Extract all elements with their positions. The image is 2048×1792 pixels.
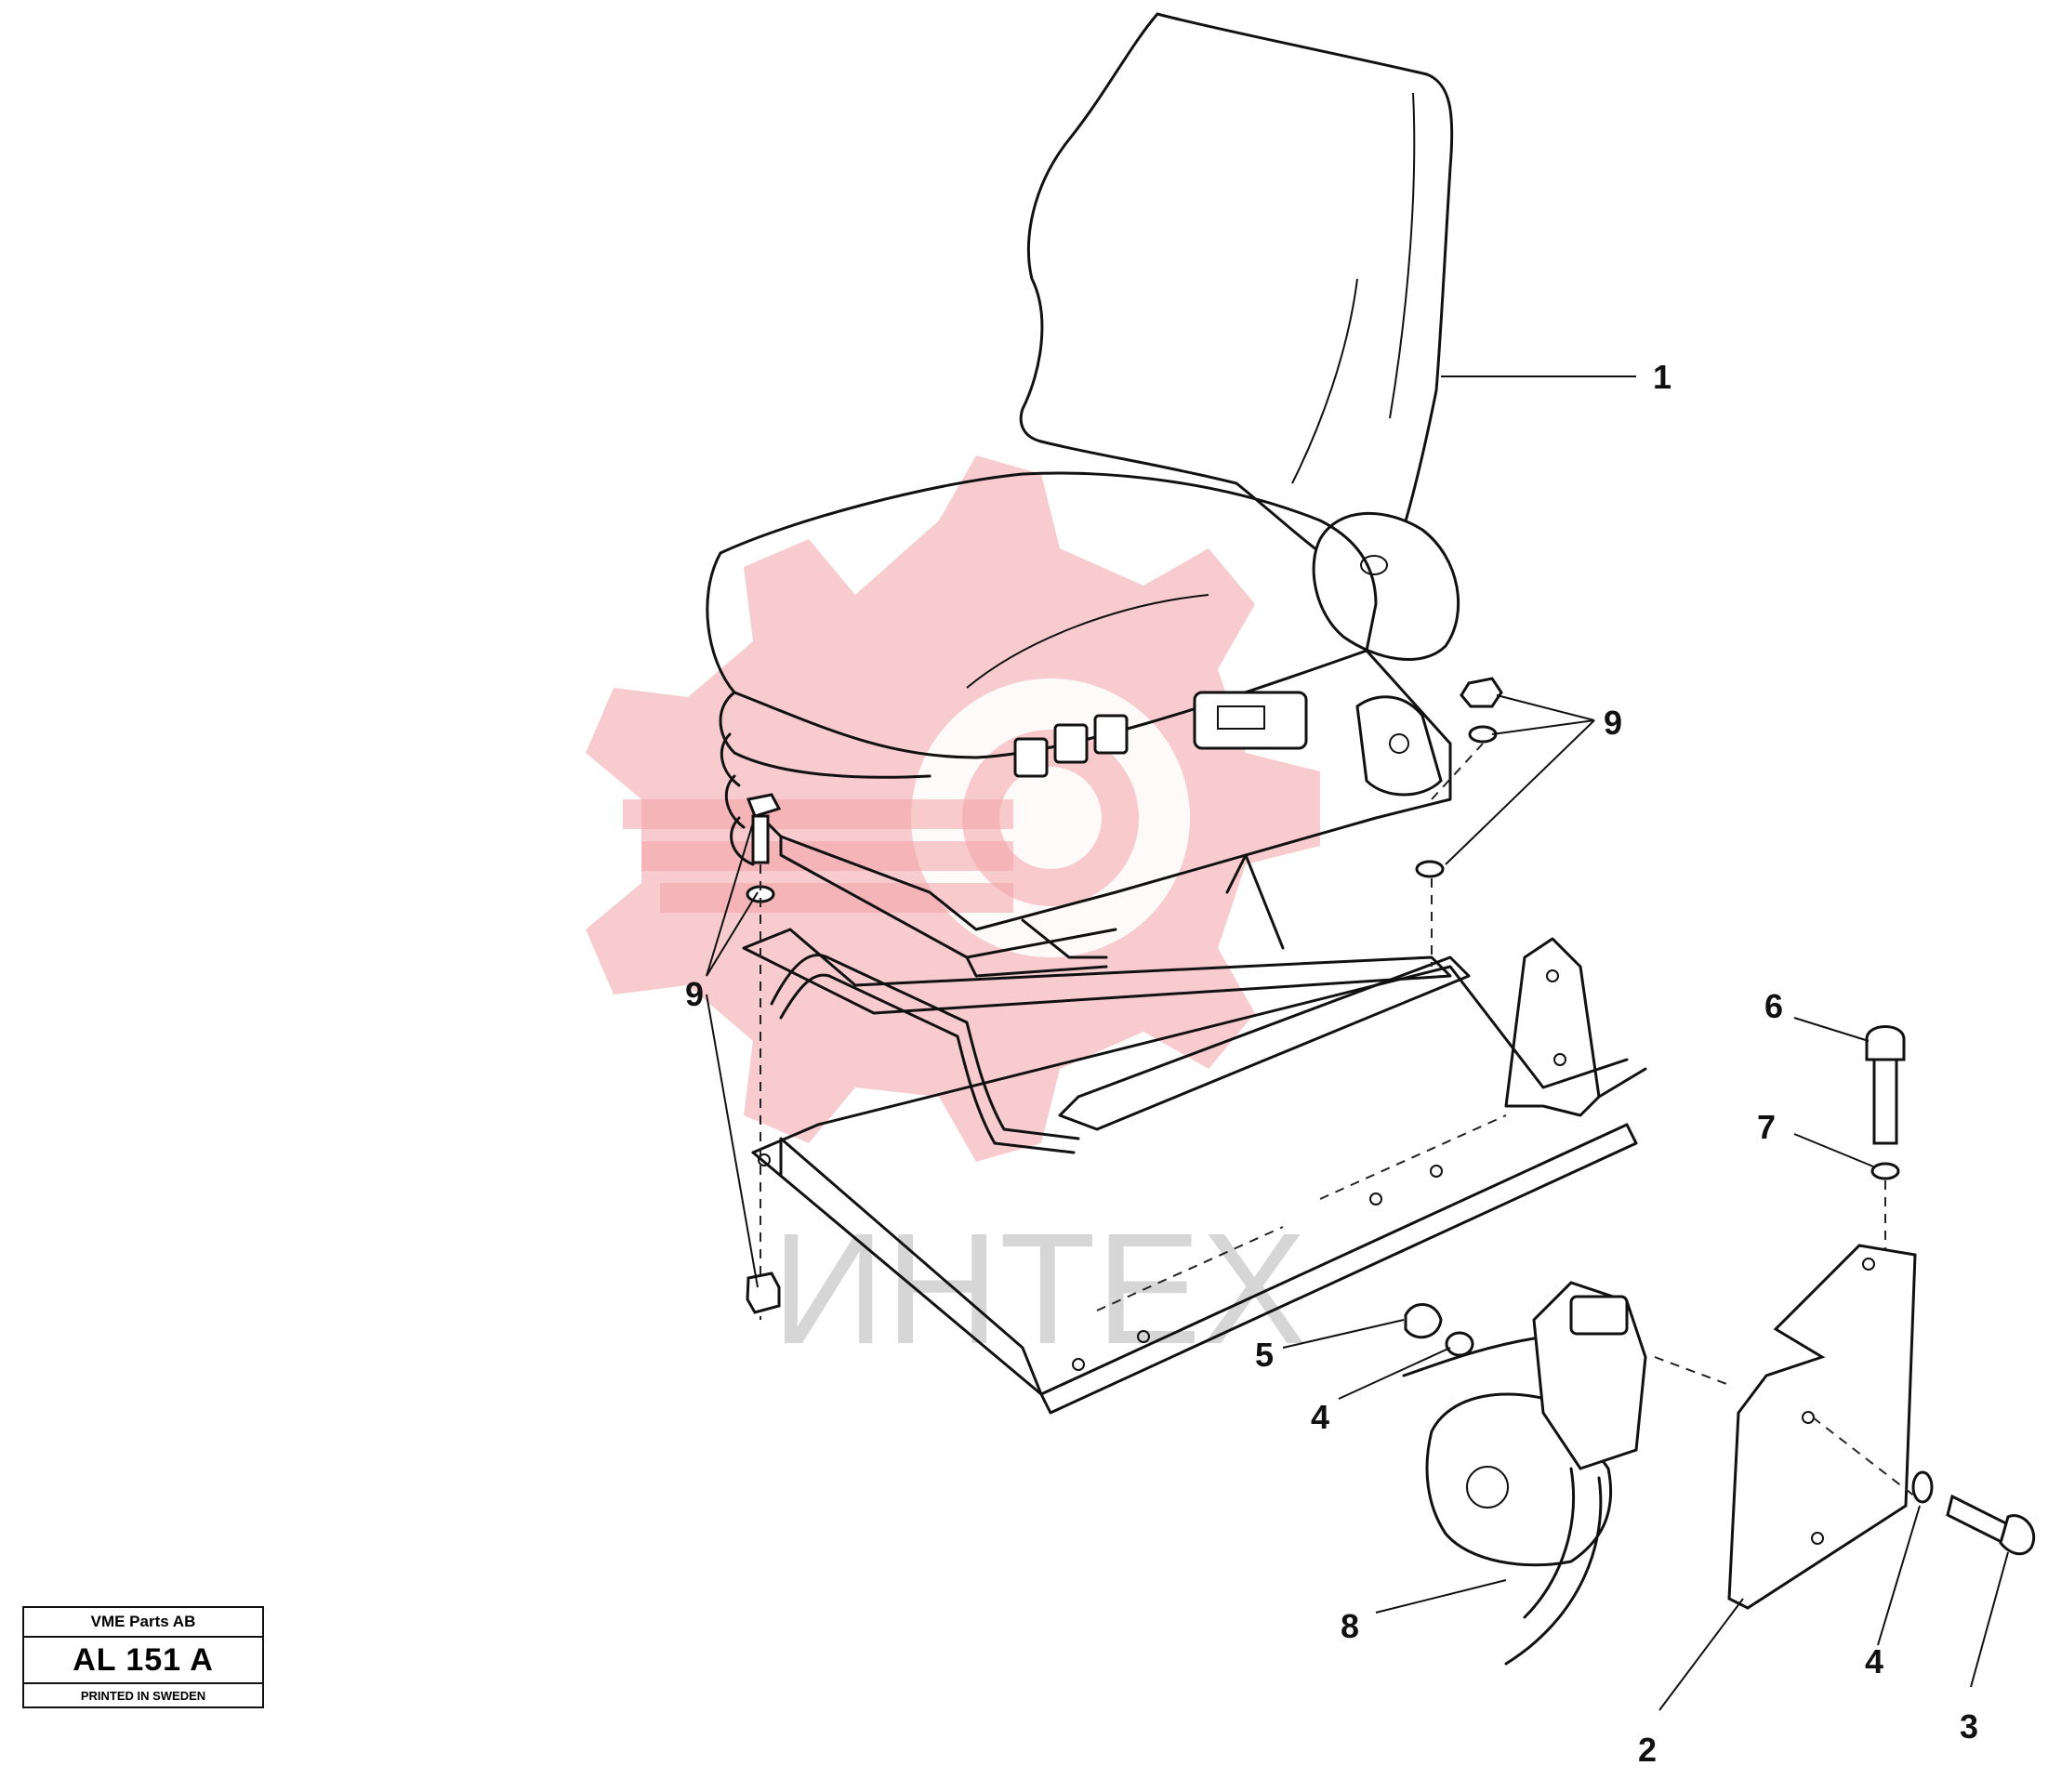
callout-2: 2 — [1638, 1731, 1657, 1769]
printed-note: PRINTED IN SWEDEN — [80, 1689, 206, 1703]
bolt-and-washer — [1865, 1025, 1906, 1250]
title-block: VME Parts AB AL 151 A PRINTED IN SWEDEN — [22, 1606, 264, 1708]
watermark-text: ИНТЕХ — [772, 1201, 1307, 1377]
armrest — [1312, 511, 1460, 661]
callout-8: 8 — [1341, 1607, 1359, 1645]
adjustment-lever — [770, 954, 1080, 1154]
callout-5: 5 — [1255, 1336, 1274, 1374]
slide-rails — [742, 853, 1471, 1131]
callout-3: 3 — [1960, 1707, 1978, 1746]
callout-6: 6 — [1764, 987, 1783, 1025]
callout-4-right: 4 — [1865, 1642, 1883, 1680]
bolt-3-washer-4 — [1911, 1470, 2036, 1556]
nut-5-washer-4 — [1404, 1303, 1474, 1357]
callouts: 1 9 9 6 7 5 4 8 2 4 3 — [685, 358, 1978, 1769]
fasteners-right — [1415, 677, 1503, 967]
bracket-plate — [1727, 1244, 1917, 1610]
callout-7: 7 — [1757, 1108, 1776, 1146]
callout-4-left: 4 — [1311, 1398, 1329, 1436]
leader-lines — [706, 376, 2009, 1711]
callout-9-left: 9 — [685, 975, 704, 1013]
drawing-code: AL 151 A — [24, 1638, 262, 1684]
watermark-logo: ИНТЕХ — [586, 455, 1320, 1377]
callout-1: 1 — [1653, 358, 1671, 396]
company-name: VME Parts AB — [24, 1608, 262, 1638]
callout-9-right: 9 — [1604, 704, 1622, 742]
seat-base-box — [751, 649, 1452, 978]
motor-unit — [1402, 1281, 1730, 1666]
mounting-plate — [751, 965, 1638, 1415]
seat-backrest — [1019, 12, 1454, 578]
fasteners-left — [746, 793, 782, 1320]
side-bracket — [1504, 937, 1647, 1117]
